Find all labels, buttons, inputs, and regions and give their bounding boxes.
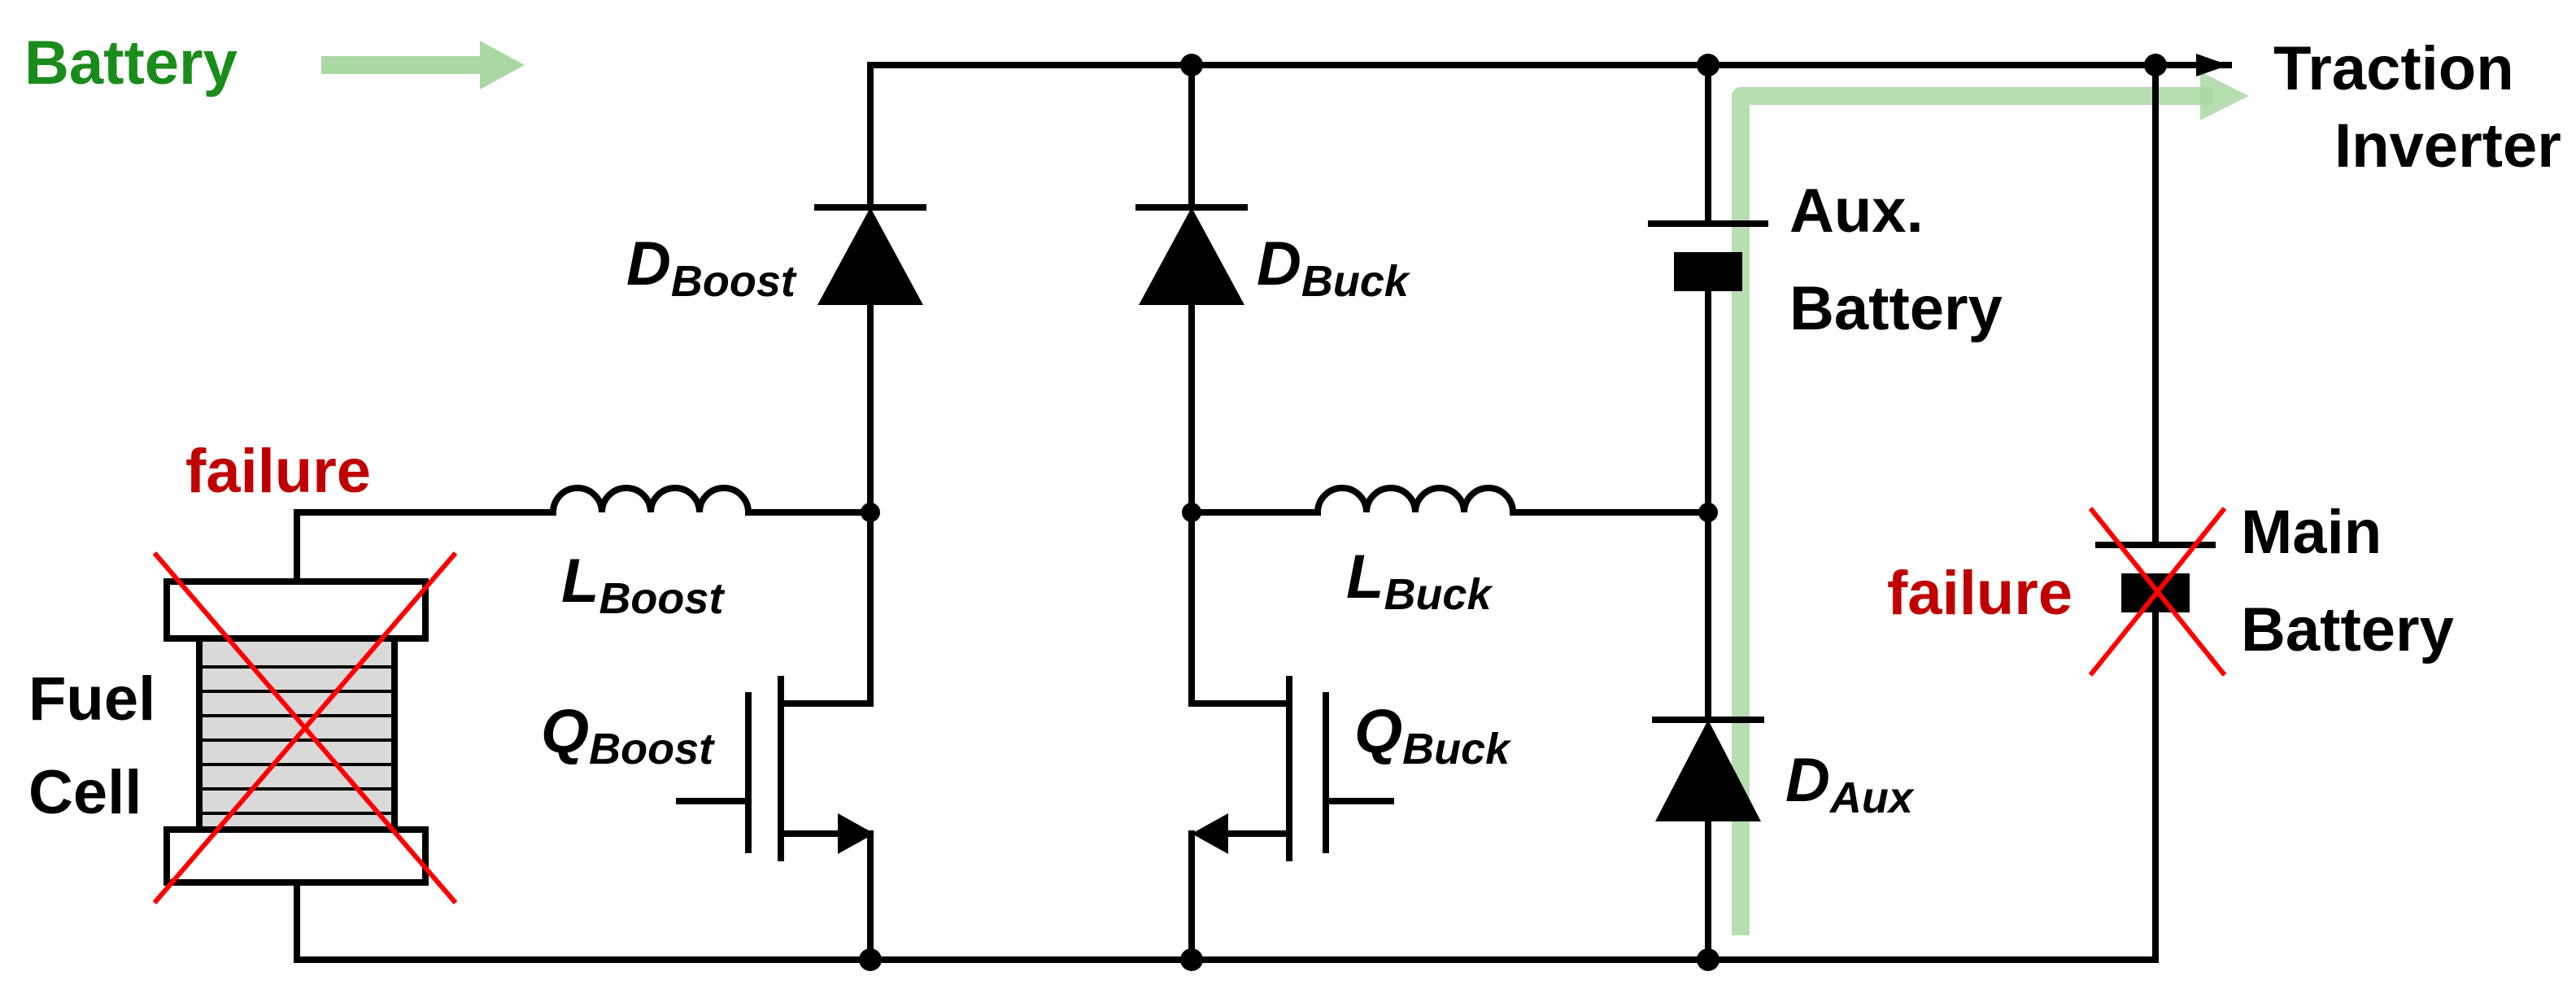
fuel-cell: Fuel Cell failure bbox=[28, 437, 458, 963]
aux-battery-label-2: Battery bbox=[1789, 274, 2003, 343]
svg-text:LBoost: LBoost bbox=[561, 547, 725, 623]
l-boost-sub: Boost bbox=[599, 574, 725, 623]
boost-leg: DBoost QBoost bbox=[541, 62, 926, 963]
fuel-cell-failure-cross bbox=[152, 551, 458, 904]
fuel-cell-label-2: Cell bbox=[28, 758, 142, 827]
d-aux-diode bbox=[1655, 720, 1761, 821]
battery-flow-path bbox=[1732, 72, 2249, 935]
d-boost-sub: Boost bbox=[671, 257, 797, 306]
d-buck-diode bbox=[1139, 207, 1244, 305]
traction-inverter-output: Traction Inverter bbox=[2273, 34, 2561, 181]
main-battery-failure-label: failure bbox=[1887, 559, 2073, 628]
inductor-l-boost: LBoost bbox=[294, 485, 874, 623]
d-buck-sub: Buck bbox=[1301, 257, 1411, 306]
svg-text:QBoost: QBoost bbox=[541, 697, 715, 773]
q-boost-main: Q bbox=[541, 697, 589, 766]
fuel-cell-label-1: Fuel bbox=[28, 664, 155, 734]
legend-arrow bbox=[321, 41, 525, 89]
aux-battery-cell bbox=[1674, 252, 1742, 291]
aux-branch: Aux. Battery DAux bbox=[1648, 62, 2003, 963]
output-label-2: Inverter bbox=[2334, 111, 2561, 181]
q-buck-sub: Buck bbox=[1402, 725, 1512, 773]
legend: Battery bbox=[24, 28, 525, 98]
svg-text:DBuck: DBuck bbox=[1257, 229, 1411, 306]
q-boost-sub: Boost bbox=[589, 725, 715, 773]
l-buck-sub: Buck bbox=[1384, 570, 1493, 619]
output-label-1: Traction bbox=[2273, 34, 2514, 103]
d-aux-sub: Aux bbox=[1828, 773, 1915, 822]
output-arrow-head bbox=[2196, 54, 2229, 76]
fuel-cell-failure-label: failure bbox=[185, 437, 371, 506]
legend-label: Battery bbox=[24, 28, 238, 98]
aux-battery-label-1: Aux. bbox=[1789, 176, 1924, 246]
d-aux-main: D bbox=[1785, 746, 1830, 815]
svg-text:LBuck: LBuck bbox=[1346, 542, 1493, 619]
buck-leg: DBuck QBuck bbox=[1135, 62, 1512, 963]
main-battery-failure-cross bbox=[2088, 507, 2227, 677]
main-battery-label-2: Battery bbox=[2241, 595, 2454, 664]
svg-text:DAux: DAux bbox=[1785, 746, 1915, 822]
q-buck-main: Q bbox=[1354, 697, 1402, 766]
svg-text:DBoost: DBoost bbox=[626, 229, 797, 306]
junction-dots bbox=[859, 54, 2167, 971]
q-buck-arrow bbox=[1192, 813, 1228, 854]
q-boost-arrow bbox=[838, 813, 874, 854]
top-rail bbox=[867, 54, 2232, 76]
main-battery-branch: Main Battery failure bbox=[1887, 62, 2454, 963]
main-battery-label-1: Main bbox=[2241, 498, 2382, 567]
l-boost-main: L bbox=[561, 547, 599, 616]
svg-text:QBuck: QBuck bbox=[1354, 697, 1512, 773]
d-boost-diode bbox=[817, 207, 923, 305]
inductor-l-buck: LBuck bbox=[1188, 485, 1711, 619]
d-buck-main: D bbox=[1257, 229, 1301, 298]
l-buck-main: L bbox=[1346, 542, 1384, 612]
d-boost-main: D bbox=[626, 229, 671, 298]
